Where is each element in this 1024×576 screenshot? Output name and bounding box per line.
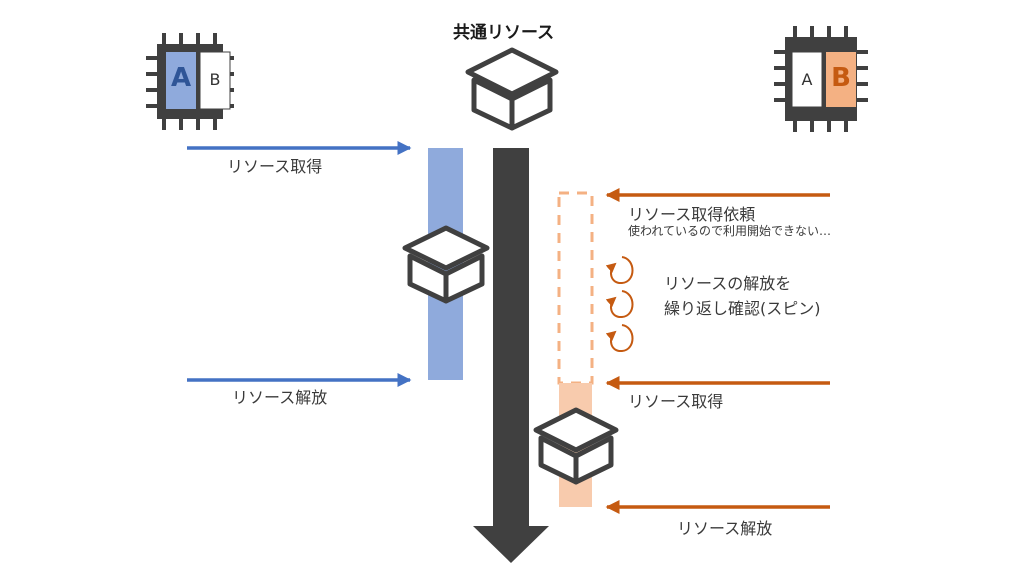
cpu-chip-icon [774, 26, 868, 132]
cpu-a-release-label: リソース解放 [232, 388, 328, 407]
spin-label-line2: 繰り返し確認(スピン) [664, 299, 821, 318]
cpu-a-core-b-label: B [209, 70, 221, 89]
cpu-b-in-use-note: 使われているので利用開始できない… [628, 224, 832, 238]
core-a-active [166, 52, 196, 109]
core-b-active [826, 52, 856, 107]
cpu-b-core-b-label: B [831, 63, 851, 93]
spin-loop-icon [605, 256, 634, 353]
spin-label-line1: リソースの解放を [664, 274, 792, 293]
cpu-a-core-a-label: A [170, 63, 192, 93]
cpu-b-release-label: リソース解放 [677, 519, 773, 538]
box-icon [465, 47, 559, 131]
cpu-chip-icon [146, 33, 234, 130]
core-a-idle [791, 51, 823, 108]
core-b-idle [199, 51, 231, 110]
cpu-b-acquire-label: リソース取得 [628, 392, 724, 411]
cpu-b-core-a-label: A [801, 70, 813, 89]
cpu-a-acquire-label: リソース取得 [227, 157, 323, 176]
box-icon [533, 407, 619, 485]
resource-timeline-arrow [473, 148, 549, 563]
diagram-title: 共通リソース [453, 23, 555, 43]
cpu-b-request-label: リソース取得依頼 [628, 205, 756, 224]
box-icon [402, 225, 490, 304]
cpu-b-wait-bar [557, 191, 594, 385]
